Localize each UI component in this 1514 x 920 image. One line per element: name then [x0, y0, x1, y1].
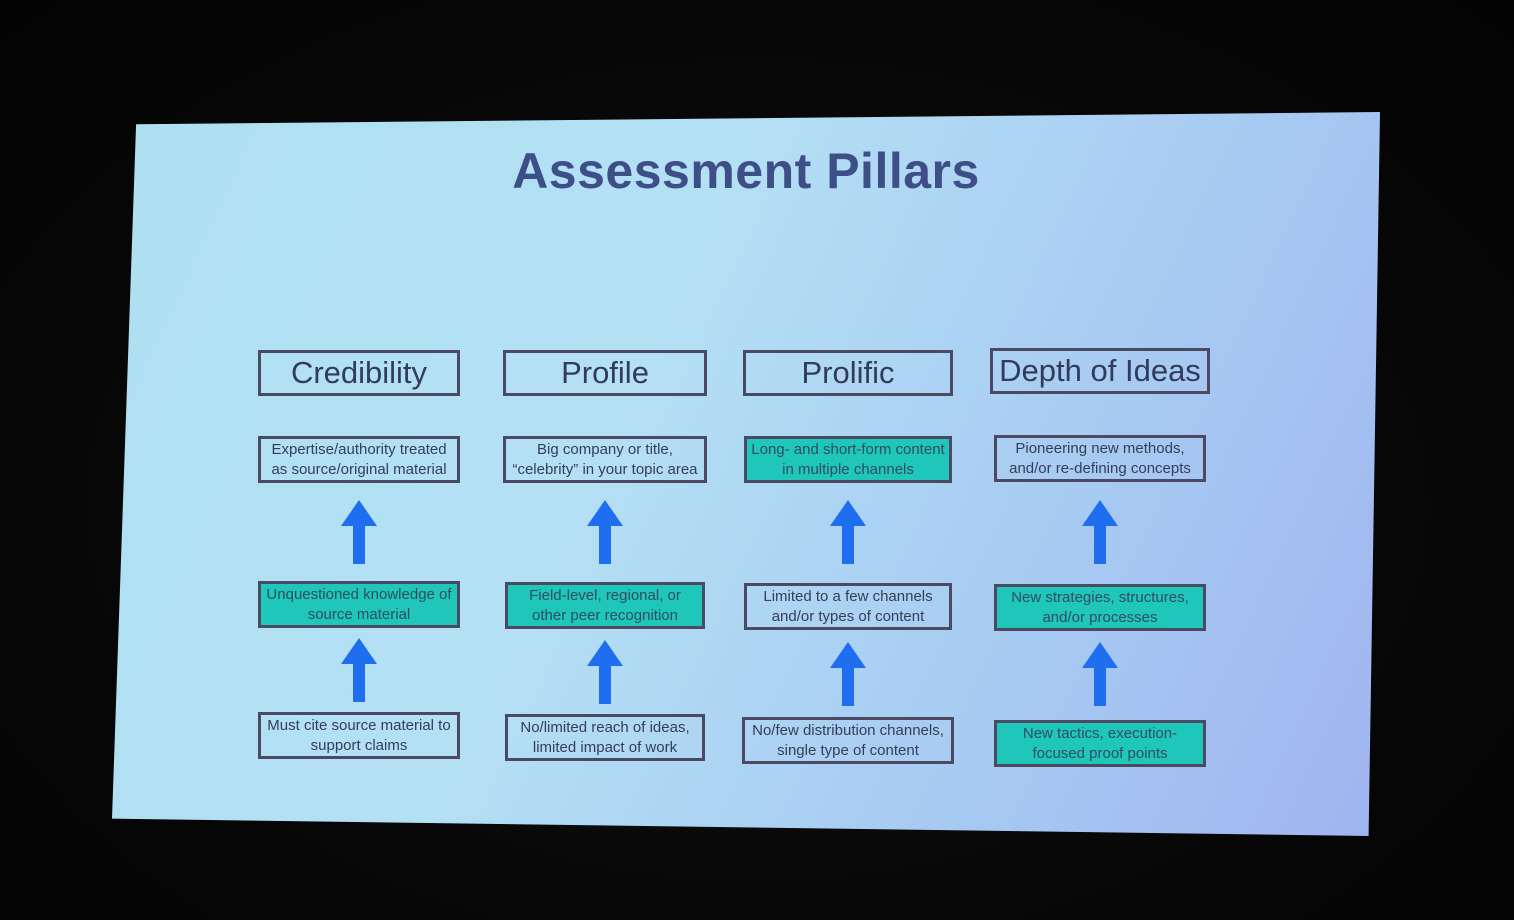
pillar-bottom-box: No/limited reach of ideas, limited impac… [505, 714, 705, 761]
pillar-bottom-box: No/few distribution channels, single typ… [742, 717, 954, 764]
arrow-up-icon [830, 642, 866, 706]
arrow-up-icon [341, 500, 377, 564]
arrow-up-icon [1082, 642, 1118, 706]
arrow-up-icon [1082, 500, 1118, 564]
pillar-title: Profile [503, 350, 707, 396]
slide: Assessment Pillars Credibility Expertise… [112, 112, 1380, 836]
pillar-middle-box: Limited to a few channels and/or types o… [744, 583, 952, 630]
pillar-bottom-box: Must cite source material to support cla… [258, 712, 460, 759]
pillar-middle-box: Unquestioned knowledge of source materia… [258, 581, 460, 628]
slide-title: Assessment Pillars [512, 143, 980, 199]
arrow-up-icon [587, 640, 623, 704]
pillar-middle-box: Field-level, regional, or other peer rec… [505, 582, 705, 629]
arrow-up-icon [830, 500, 866, 564]
pillar-top-box: Expertise/authority treated as source/or… [258, 436, 460, 483]
pillar-prolific: Prolific Long- and short-form content in… [718, 350, 978, 810]
arrow-up-icon [341, 638, 377, 702]
pillar-profile: Profile Big company or title, “celebrity… [475, 350, 735, 810]
pillar-top-box: Long- and short-form content in multiple… [744, 436, 952, 483]
pillar-depth-of-ideas: Depth of Ideas Pioneering new methods, a… [970, 348, 1230, 808]
pillar-bottom-box: New tactics, execution-focused proof poi… [994, 720, 1206, 767]
pillar-middle-box: New strategies, structures, and/or proce… [994, 584, 1206, 631]
pillar-top-box: Pioneering new methods, and/or re-defini… [994, 435, 1206, 482]
pillar-title: Prolific [743, 350, 953, 396]
arrow-up-icon [587, 500, 623, 564]
pillar-title: Depth of Ideas [990, 348, 1210, 394]
pillar-title: Credibility [258, 350, 460, 396]
pillar-credibility: Credibility Expertise/authority treated … [229, 350, 489, 810]
pillar-top-box: Big company or title, “celebrity” in you… [503, 436, 707, 483]
